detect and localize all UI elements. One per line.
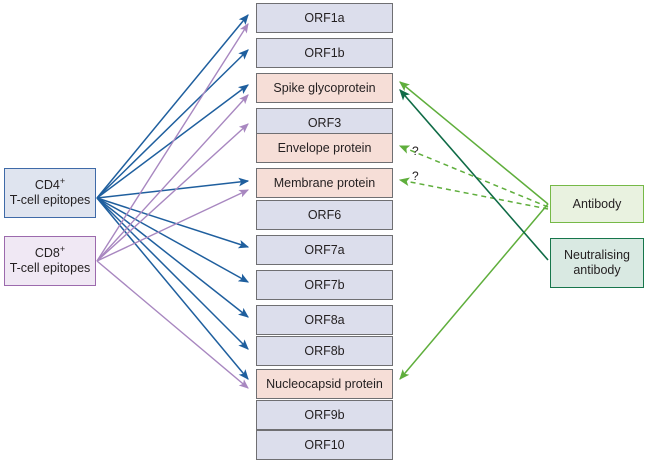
edge-cd4-orf1b xyxy=(96,49,249,199)
edge-cd8-orf3 xyxy=(96,123,249,262)
node-orf10-label: ORF10 xyxy=(304,437,345,452)
node-orf3-label: ORF3 xyxy=(307,115,342,130)
edge-cd4-orf1a xyxy=(96,14,249,199)
node-orf8b-label: ORF8b xyxy=(304,343,345,358)
edge-cd4-spike xyxy=(96,84,249,199)
node-orf9b[interactable]: ORF9b xyxy=(256,400,393,430)
node-orf9b-label: ORF9b xyxy=(304,407,345,422)
antibody-edges xyxy=(398,81,549,380)
node-orf8a[interactable]: ORF8a xyxy=(256,305,393,335)
node-neutralising-antibody-line1: Neutralising xyxy=(563,248,630,263)
node-orf1b[interactable]: ORF1b xyxy=(256,38,393,68)
node-orf7a-label: ORF7a xyxy=(304,242,345,257)
node-orf1a-label: ORF1a xyxy=(304,10,345,25)
node-membrane-label: Membrane protein xyxy=(273,175,376,190)
node-orf6[interactable]: ORF6 xyxy=(256,200,393,230)
node-spike-glycoprotein[interactable]: Spike glycoprotein xyxy=(256,73,393,103)
node-orf10[interactable]: ORF10 xyxy=(256,430,393,460)
node-cd4-tcell-epitopes[interactable]: CD4+ T-cell epitopes xyxy=(4,168,96,218)
edge-cd4-orf8a xyxy=(96,197,249,318)
node-antibody[interactable]: Antibody xyxy=(550,185,644,223)
node-orf7a[interactable]: ORF7a xyxy=(256,235,393,265)
neutralising-antibody-edges xyxy=(399,89,549,261)
cd4-sublabel: T-cell epitopes xyxy=(9,193,91,207)
cd8-sublabel: T-cell epitopes xyxy=(9,261,91,275)
membrane-question-mark: ? xyxy=(412,169,419,183)
edge-cd4-nucleocapsid xyxy=(96,197,249,380)
cd4-superscript: + xyxy=(59,176,66,187)
envelope-question-mark: ? xyxy=(412,144,419,158)
node-orf7b[interactable]: ORF7b xyxy=(256,270,393,300)
edge-antibody-envelope xyxy=(398,145,549,208)
edge-cd8-nucleocapsid xyxy=(96,260,249,389)
node-orf8a-label: ORF8a xyxy=(304,312,345,327)
node-neutralising-antibody-line2: antibody xyxy=(573,263,621,277)
node-membrane-protein[interactable]: Membrane protein xyxy=(256,168,393,198)
edge-cd8-orf1a xyxy=(96,23,249,262)
edge-cd4-orf8b xyxy=(96,197,249,350)
edge-antibody-spike xyxy=(399,81,549,205)
node-nucleocapsid-label: Nucleocapsid protein xyxy=(266,376,383,391)
cd8-superscript: + xyxy=(59,244,66,255)
edge-cd8-spike xyxy=(96,94,249,262)
edge-cd8-membrane xyxy=(96,189,250,262)
edge-cd4-membrane xyxy=(96,177,250,199)
node-spike-label: Spike glycoprotein xyxy=(273,80,376,95)
node-nucleocapsid-protein[interactable]: Nucleocapsid protein xyxy=(256,369,393,399)
cd8-label: CD8 xyxy=(34,246,60,261)
node-envelope-protein[interactable]: Envelope protein xyxy=(256,133,393,163)
node-cd8-tcell-epitopes[interactable]: CD8+ T-cell epitopes xyxy=(4,236,96,286)
node-orf6-label: ORF6 xyxy=(307,207,342,222)
node-orf1b-label: ORF1b xyxy=(304,45,345,60)
node-orf7b-label: ORF7b xyxy=(304,277,345,292)
cd4-edges xyxy=(96,14,250,380)
edge-nab-spike xyxy=(399,89,549,261)
cd8-edges xyxy=(96,23,250,389)
node-neutralising-antibody[interactable]: Neutralising antibody xyxy=(550,238,644,288)
cd4-label: CD4 xyxy=(34,178,60,193)
edge-antibody-membrane xyxy=(398,177,549,210)
node-orf1a[interactable]: ORF1a xyxy=(256,3,393,33)
node-antibody-label: Antibody xyxy=(572,196,622,211)
node-envelope-label: Envelope protein xyxy=(277,140,372,155)
node-orf8b[interactable]: ORF8b xyxy=(256,336,393,366)
edge-cd4-orf7a xyxy=(96,197,250,249)
edge-antibody-nucleocapsid xyxy=(399,203,549,380)
edge-cd4-orf7b xyxy=(96,197,250,283)
